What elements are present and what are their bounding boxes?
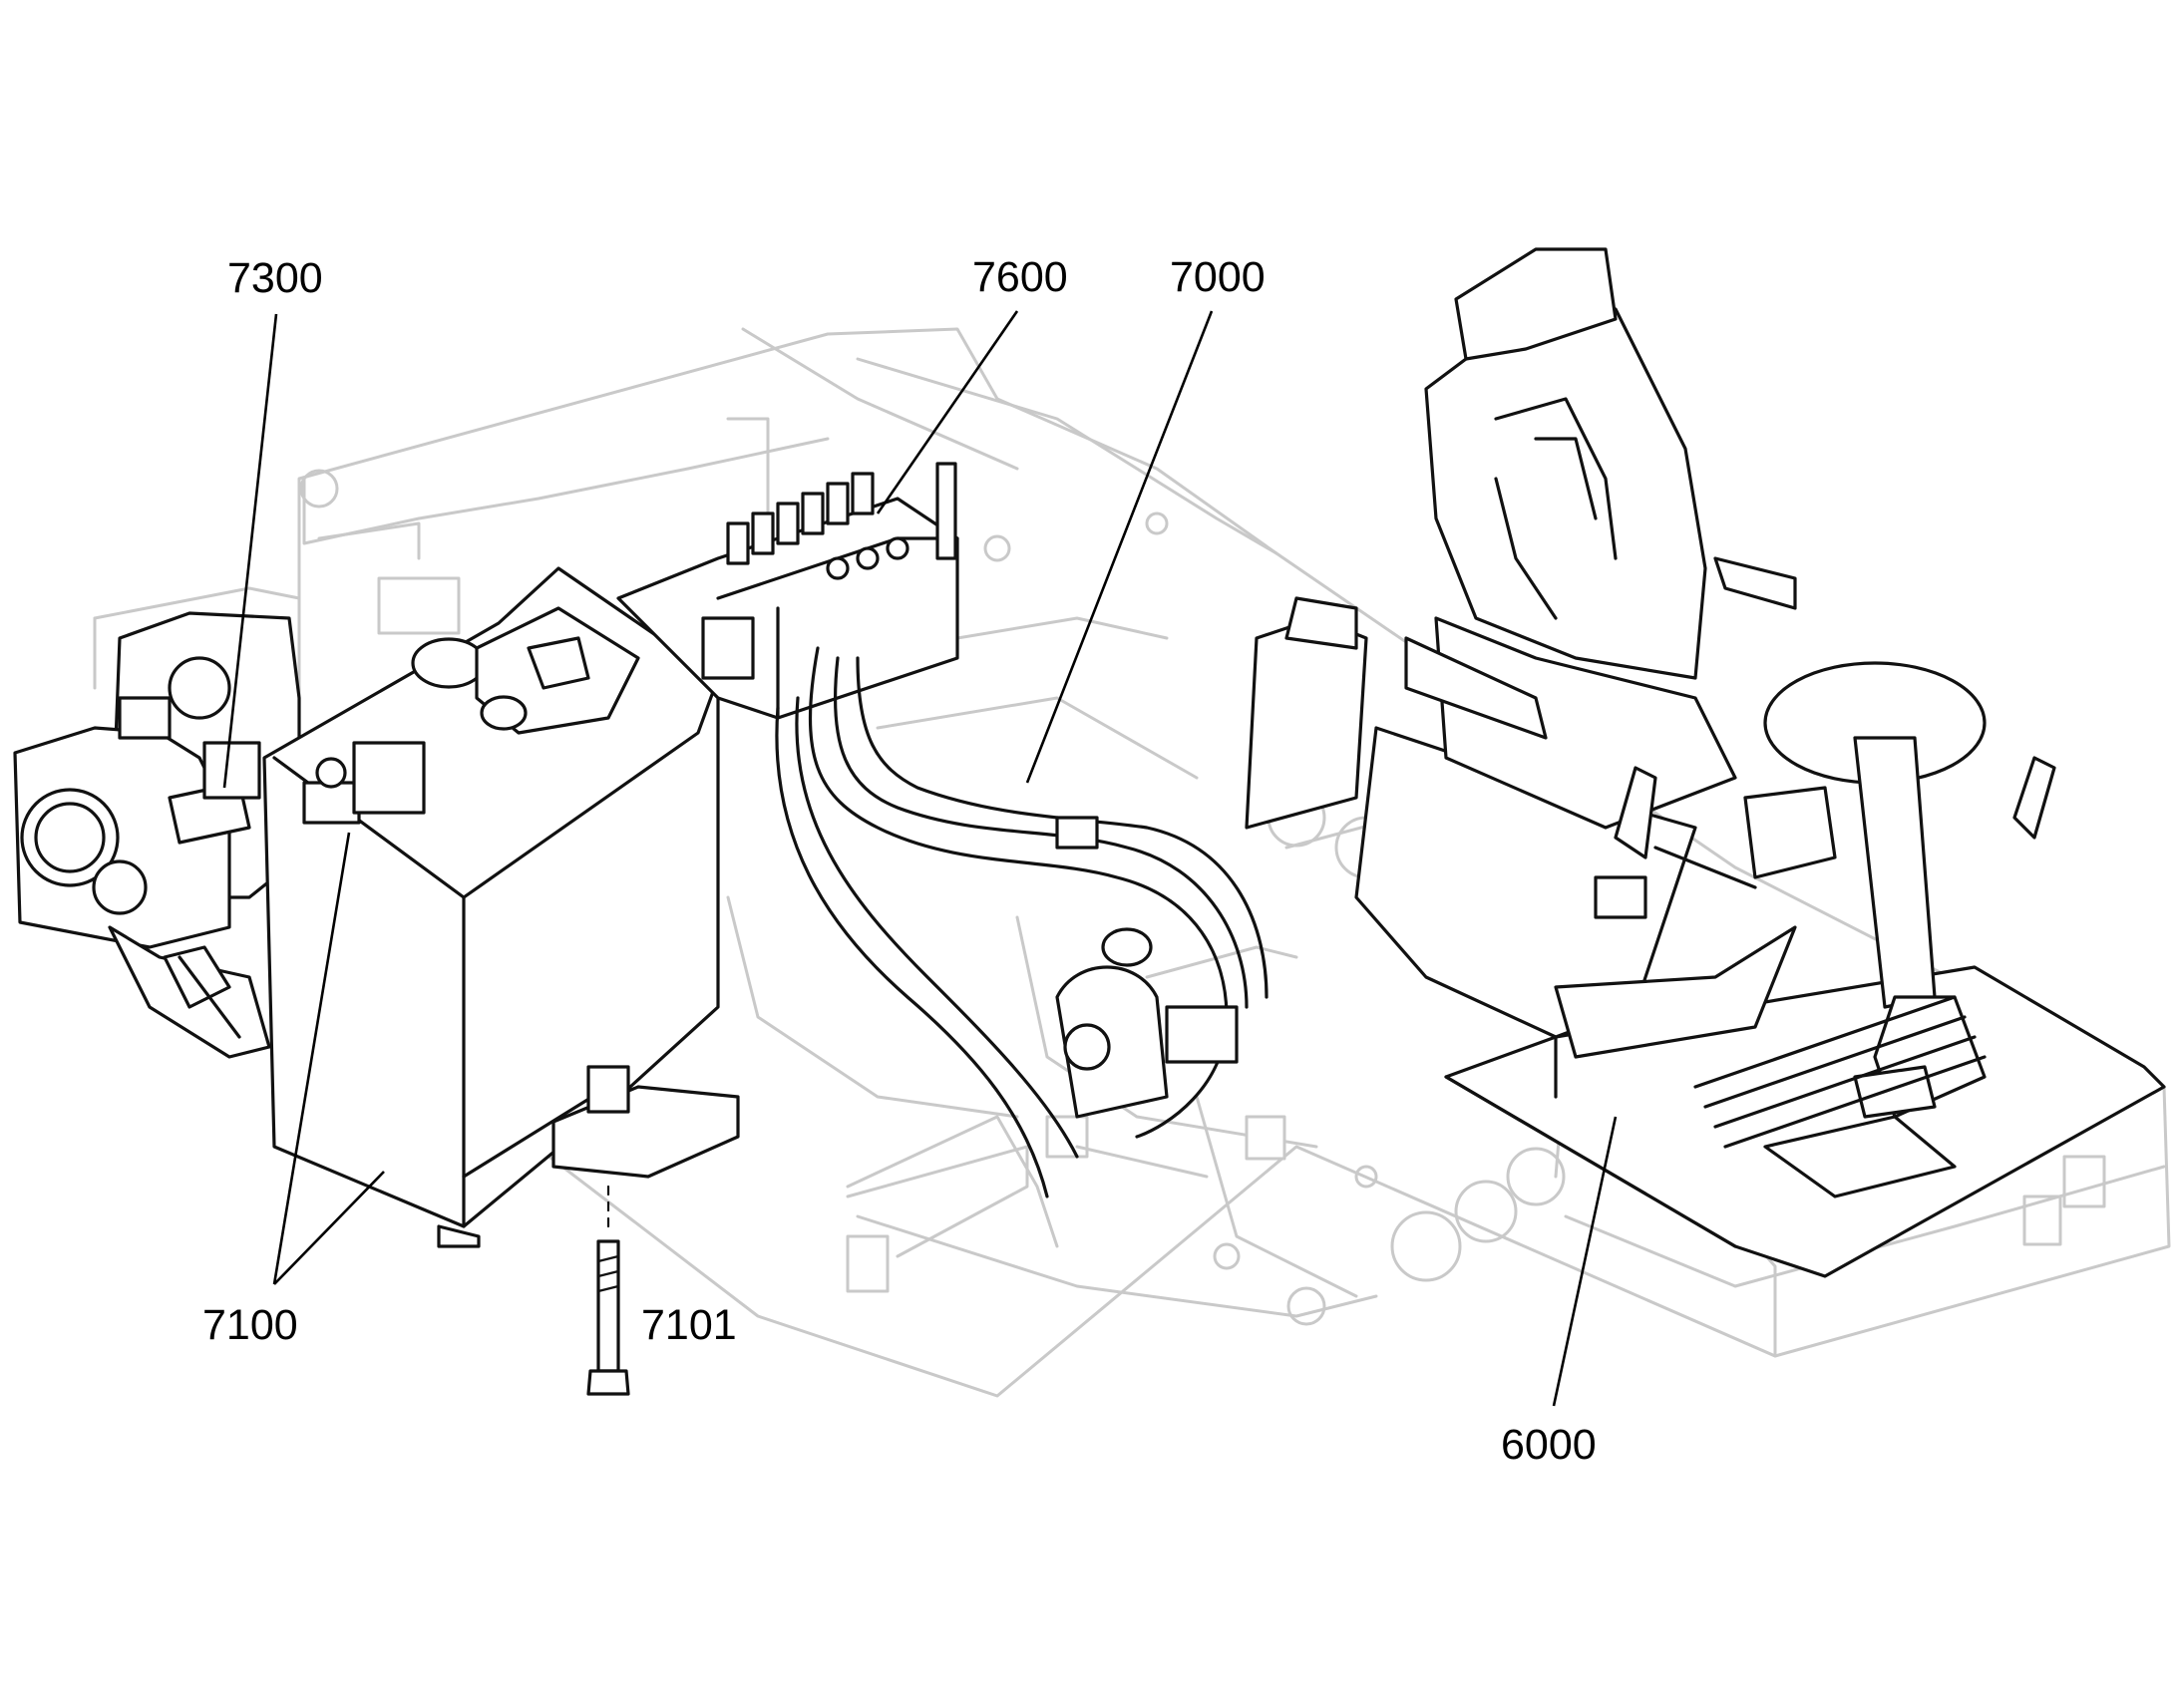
leader-7300 [222, 313, 278, 789]
control-valve-block [616, 462, 959, 720]
leader-7100-a [272, 832, 351, 1285]
callout-7100: 7100 [202, 1301, 298, 1349]
hydraulic-tank [262, 566, 720, 1248]
leader-6000 [1552, 1116, 1618, 1407]
mounting-bolt-7101 [586, 1185, 630, 1396]
operator-station [1245, 247, 2166, 1278]
callout-labels: 7300 7600 7000 7100 7101 6000 [202, 253, 1597, 1469]
leader-7100-b [273, 1171, 385, 1285]
pump-assembly [13, 611, 301, 1059]
callout-7600: 7600 [972, 253, 1068, 301]
mounting-block [551, 1065, 740, 1179]
callout-7000: 7000 [1170, 253, 1266, 301]
callout-6000: 6000 [1501, 1421, 1597, 1469]
hose-bundle [775, 646, 1269, 1198]
leader-7600 [876, 310, 1019, 514]
leader-lines [222, 310, 1618, 1407]
leader-7000 [1025, 310, 1214, 784]
callout-7101: 7101 [641, 1301, 737, 1349]
callout-7300: 7300 [227, 254, 323, 302]
